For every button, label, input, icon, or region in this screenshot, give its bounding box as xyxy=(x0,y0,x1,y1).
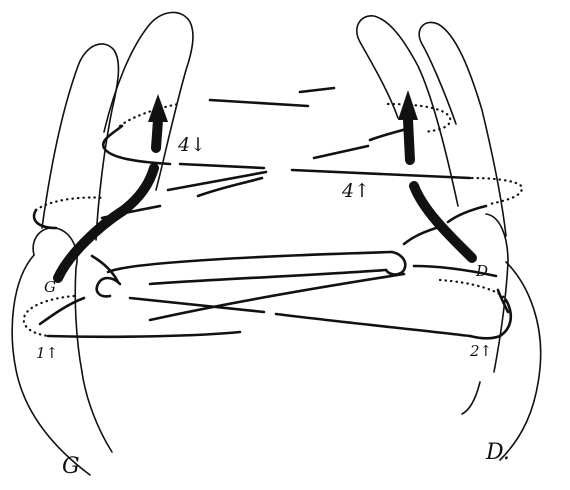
loop-label-4-down: 4↓ xyxy=(178,134,207,156)
lower-loop xyxy=(22,250,513,340)
hand-label-right: D. xyxy=(486,440,510,465)
left-hand-outline xyxy=(11,11,194,476)
finger-label-1: 1↑ xyxy=(36,344,59,362)
left-arrowhead xyxy=(148,94,168,122)
left-direction-arrow xyxy=(53,94,168,283)
right-direction-arrow xyxy=(398,90,477,263)
finger-label-d: D xyxy=(476,262,489,280)
finger-label-g: G xyxy=(44,278,56,296)
right-arrowhead xyxy=(398,90,418,120)
loop-label-4-up: 4↑ xyxy=(342,180,371,202)
hand-label-left: G xyxy=(62,454,80,479)
finger-label-2: 2↑ xyxy=(470,342,493,360)
right-hand-outline xyxy=(356,15,542,461)
